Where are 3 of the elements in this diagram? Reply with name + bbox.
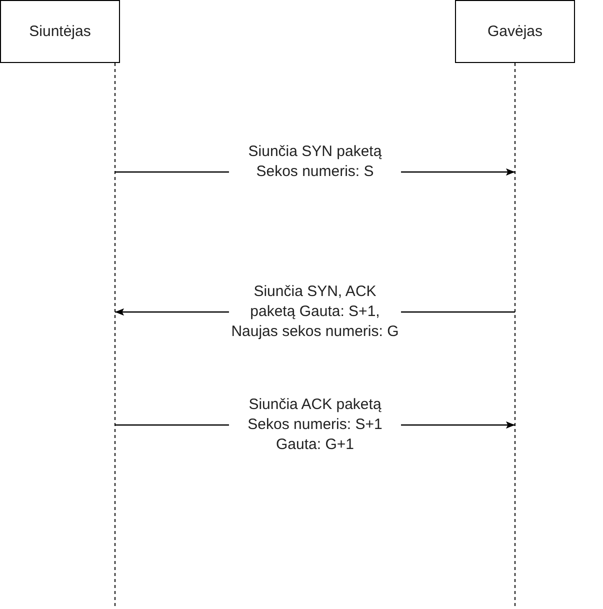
participant-box: Gavėjas	[455, 0, 575, 63]
edge-label: Siunčia SYN, ACK paketą Gauta: S+1, Naujas sekos numeris: G	[229, 282, 401, 342]
participant-box: Siuntėjas	[0, 0, 120, 63]
